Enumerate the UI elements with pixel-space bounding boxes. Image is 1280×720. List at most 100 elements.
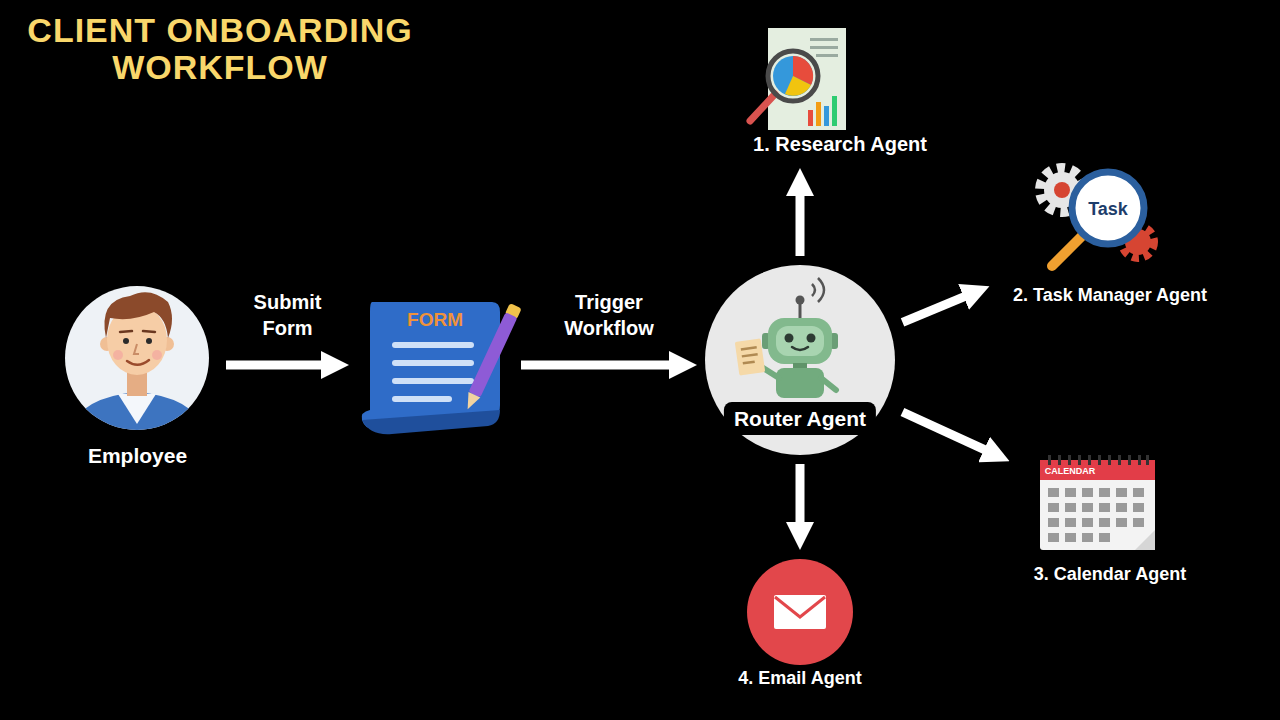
research-icon-part <box>773 56 813 96</box>
research-icon-part <box>768 28 846 130</box>
calendar-icon-part-part <box>1082 518 1093 527</box>
calendar-icon-part-part <box>1133 503 1144 512</box>
form-title: FORM <box>407 309 463 332</box>
calendar-icon-part-part <box>1065 518 1076 527</box>
employee-avatar-part <box>134 344 139 354</box>
calendar-icon-part-part <box>1065 533 1076 542</box>
form-icon-part <box>362 302 500 429</box>
icon-text: CALENDAR <box>1045 466 1096 477</box>
calendar-icon-part-part <box>1082 533 1093 542</box>
form-icon-part <box>392 360 474 366</box>
flow-arrow <box>521 361 679 370</box>
research-icon-part <box>785 76 811 96</box>
research-icon-part <box>816 102 821 126</box>
research-icon-part <box>808 110 813 126</box>
research-icon-part <box>810 46 838 49</box>
calendar-icon-part-part <box>1098 455 1101 465</box>
calendar-icon <box>1040 455 1155 550</box>
research-icon-part <box>750 94 775 121</box>
flow-arrow <box>226 361 331 370</box>
research-icon-part <box>824 106 829 126</box>
task-gear-icon-part <box>1072 172 1144 244</box>
avatar-body-part <box>68 392 206 440</box>
calendar-icon-part <box>1040 460 1155 480</box>
router-robot-part <box>799 303 802 318</box>
router-robot-part-part <box>742 353 758 358</box>
calendar-icon-part-part <box>1082 488 1093 497</box>
router-robot-part <box>796 296 805 305</box>
employee-avatar-part <box>123 338 129 344</box>
router-robot-part <box>807 334 816 343</box>
router-robot-part <box>785 334 794 343</box>
pen-icon-part <box>469 312 518 397</box>
calendar-icon-part <box>1135 530 1155 550</box>
router-robot <box>705 265 895 455</box>
employee-avatar <box>65 286 209 440</box>
diagram-title: CLIENT ONBOARDING WORKFLOW <box>0 12 440 85</box>
form-icon <box>362 302 522 434</box>
avatar-body <box>68 366 206 440</box>
employee-avatar-part <box>143 331 155 332</box>
form-node: FORM <box>355 292 515 442</box>
research-icon-part <box>810 38 838 41</box>
agent-node: 1. Research Agent <box>735 22 945 162</box>
router-robot-part <box>776 368 824 398</box>
router-robot-part <box>705 265 895 455</box>
form-icon-part <box>392 378 474 384</box>
router-robot-part <box>821 378 836 390</box>
calendar-icon-part-part <box>1099 503 1110 512</box>
router-robot-part-part <box>741 346 757 351</box>
calendar-icon-part-part <box>1116 488 1127 497</box>
email-icon <box>747 559 853 665</box>
calendar-icon-part-part <box>1138 455 1141 465</box>
calendar-icon-part-part <box>1048 488 1059 497</box>
calendar-icon-part-part <box>1088 455 1091 465</box>
calendar-icon-part-part <box>1078 455 1081 465</box>
actor-node: Employee <box>55 280 220 478</box>
agent-node: Task 2. Task Manager Agent <box>995 160 1225 312</box>
calendar-icon-part-part <box>1048 533 1059 542</box>
calendar-icon-part <box>1040 460 1155 550</box>
calendar-icon-part-part <box>1146 455 1149 465</box>
edge-label: Trigger Workflow <box>554 289 664 341</box>
agent-label: 4. Email Agent <box>738 668 861 690</box>
edge-label: Submit Form <box>233 289 343 341</box>
research-icon <box>750 28 846 130</box>
email-icon-part <box>775 597 825 617</box>
employee-avatar-part <box>146 338 152 344</box>
flow-arrow <box>796 186 805 256</box>
actor-label: Employee <box>88 443 187 468</box>
research-icon-part <box>816 54 838 57</box>
icon-text: Task <box>1088 199 1128 221</box>
pen-icon <box>462 303 522 412</box>
calendar-icon-part-part <box>1065 488 1076 497</box>
calendar-icon-part-part <box>1133 488 1144 497</box>
calendar-icon-part-part <box>1133 518 1144 527</box>
calendar-icon-part-part <box>1068 455 1071 465</box>
form-icon-part <box>392 342 474 348</box>
pen-icon-part <box>462 392 481 412</box>
flow-arrow <box>902 412 993 454</box>
research-icon-part <box>832 96 837 126</box>
agent-node: 4. Email Agent <box>720 556 880 696</box>
router-robot-part-part <box>743 360 755 364</box>
employee-avatar-part <box>120 331 132 332</box>
calendar-icon-part-part <box>1128 455 1131 465</box>
router-robot-part <box>792 347 808 350</box>
task-gear-icon-part <box>1054 182 1070 198</box>
router-robot-part <box>768 318 832 364</box>
employee-avatar-part <box>152 350 162 360</box>
calendar-icon-part-part <box>1058 455 1061 465</box>
task-gear-icon-part <box>1052 236 1082 266</box>
router-robot-part <box>776 326 824 356</box>
task-gear-icon <box>1040 168 1154 266</box>
calendar-icon-part-part <box>1099 488 1110 497</box>
form-icon-part <box>392 396 452 402</box>
employee-avatar-part <box>104 292 172 338</box>
router-robot-part-part <box>735 338 765 375</box>
agent-label: 2. Task Manager Agent <box>1013 285 1207 307</box>
calendar-icon-part-part <box>1118 455 1121 465</box>
employee-avatar-part <box>127 360 149 365</box>
